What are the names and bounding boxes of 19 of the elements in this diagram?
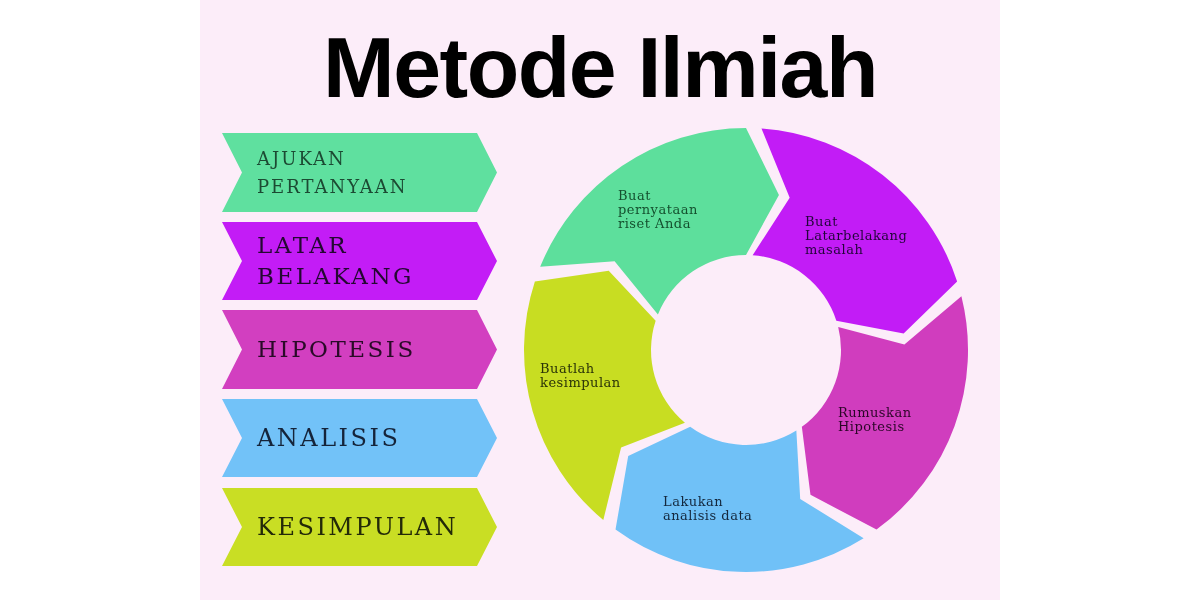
chevron-banner xyxy=(222,310,497,389)
chevron-banner xyxy=(222,133,497,212)
cycle-arrow-segment xyxy=(540,128,779,315)
segment-label: Buat pernyataan riset Anda xyxy=(618,189,699,231)
diagram-title: Metode Ilmiah xyxy=(323,24,877,110)
cycle-arrow-segment xyxy=(752,128,958,334)
segment-label: Buatlah kesimpulan xyxy=(540,362,622,390)
banner-label: ANALISIS xyxy=(257,422,401,454)
chevron-banner xyxy=(222,222,497,300)
chevron-banner xyxy=(222,488,497,566)
banner-label: HIPOTESIS xyxy=(257,335,416,364)
banner-label: AJUKAN PERTANYAAN xyxy=(257,146,409,199)
segment-label: Lakukan analisis data xyxy=(663,495,754,523)
segment-label: Buat Latarbelakang masalah xyxy=(805,215,909,257)
banner-label: KESIMPULAN xyxy=(257,511,459,543)
cycle-arrow-segment xyxy=(801,296,968,530)
chevron-banner xyxy=(222,399,497,477)
banner-label: LATAR BELAKANG xyxy=(257,231,415,291)
segment-label: Rumuskan Hipotesis xyxy=(838,406,913,434)
